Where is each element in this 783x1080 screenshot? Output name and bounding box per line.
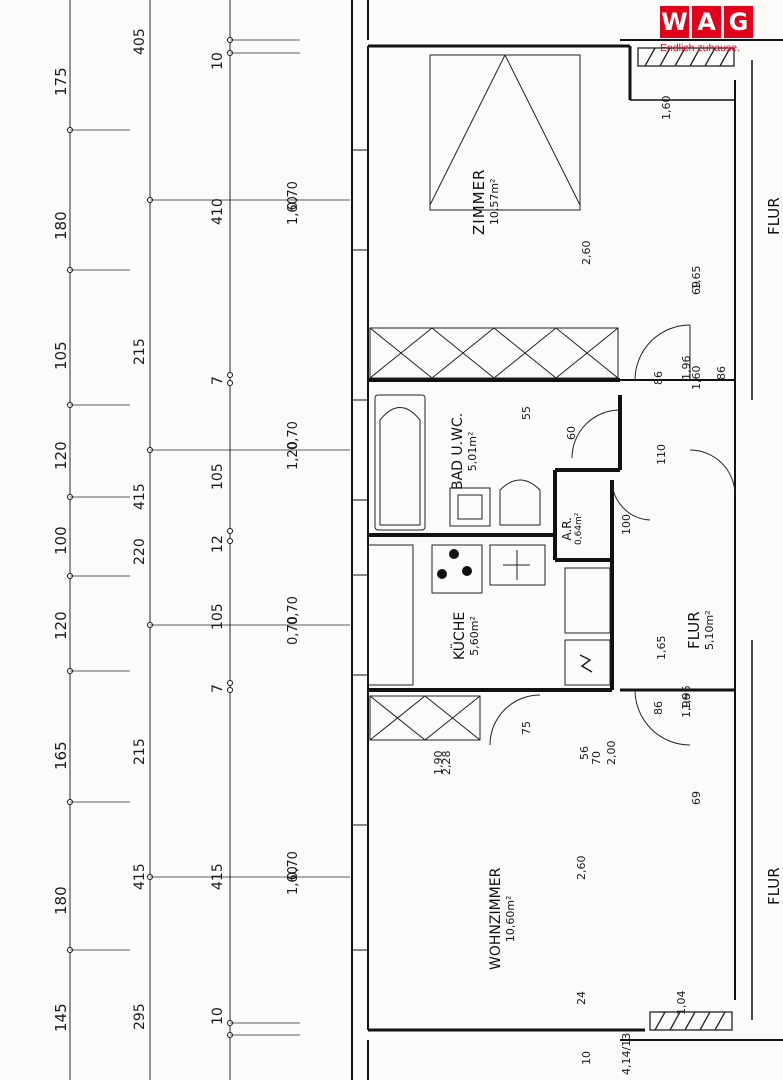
room-name: ZIMMER (470, 168, 488, 235)
fridge (564, 567, 611, 634)
dimension-label: 100 (620, 514, 633, 535)
stove (431, 544, 483, 594)
dimension-label: 415 (132, 483, 148, 510)
sink (489, 544, 546, 586)
logo-letter: A (692, 6, 721, 38)
room-area: 5,60m² (468, 616, 481, 656)
dimension-label: 10 (210, 52, 226, 70)
wardrobe (369, 327, 619, 379)
bed (429, 54, 581, 211)
dimension-label: 7 (210, 376, 226, 385)
logo-tagline: Endlich zuhause. (660, 42, 740, 54)
dimension-label: 105 (210, 463, 226, 490)
dimension-label: 7 (210, 684, 226, 693)
dimension-lines (67, 0, 350, 1080)
room-name: KÜCHE (452, 611, 468, 660)
dimension-label: 180 (52, 886, 70, 915)
dimension-label: 70 (590, 751, 603, 765)
dimension-label: 86 (652, 371, 665, 385)
dimension-label: 1,96 (680, 685, 693, 711)
washbasin (449, 487, 491, 527)
room-bad: BAD U.WC. 5,01m² (450, 413, 479, 490)
dimension-label: 1,04 (675, 990, 688, 1016)
dimension-label: 180 (52, 211, 70, 240)
dimension-label: 60 (565, 426, 578, 440)
dimension-label: 215 (132, 738, 148, 765)
room-area: 10,57m² (488, 178, 501, 226)
dimension-label: 10 (580, 1051, 593, 1065)
dimension-label: 86 (652, 701, 665, 715)
dimension-label: 145 (52, 1003, 70, 1032)
room-wohnzimmer: WOHNZIMMER 10,60m² (488, 868, 517, 970)
dimension-label: 120 (52, 611, 70, 640)
dimension-label: 110 (655, 444, 668, 465)
room-flur-right-2: FLUR (765, 867, 783, 905)
dimension-label: 24 (575, 991, 588, 1005)
dimension-label: 10 (210, 1007, 226, 1025)
room-name: FLUR (685, 611, 703, 650)
dimension-label: 120 (52, 441, 70, 470)
dimension-label: 175 (52, 67, 70, 96)
room-ar: A.R. 0,64m² (560, 513, 584, 545)
dimension-label: 415 (210, 863, 226, 890)
dimension-label: 105 (210, 603, 226, 630)
dimension-label: 105 (52, 341, 70, 370)
room-flur: FLUR 5,10m² (685, 610, 716, 650)
logo-letter: G (724, 6, 753, 38)
dimension-label: 1,20 (286, 441, 301, 470)
room-area: 0,64m² (574, 512, 584, 545)
living-wardrobe (369, 695, 481, 741)
wag-logo: W A G Endlich zuhause. (660, 6, 778, 64)
dimension-label: 100 (52, 526, 70, 555)
walls (351, 0, 783, 1080)
dimension-label: 1,60 (286, 866, 301, 895)
logo-letter: W (660, 6, 689, 38)
dimension-label: 2,00 (605, 740, 618, 766)
dimension-label: 410 (210, 198, 226, 225)
dimension-label: 69 (690, 281, 703, 295)
dimension-label: 1,60 (660, 95, 673, 121)
bathtub (374, 394, 426, 531)
dimension-label: 220 (132, 538, 148, 565)
boiler (564, 639, 611, 686)
dimension-label: 55 (520, 406, 533, 420)
dimension-label: 1,90 (432, 750, 445, 776)
dimension-label: 215 (132, 338, 148, 365)
dimension-label: 2,60 (580, 240, 593, 266)
room-zimmer: ZIMMER 10,57m² (470, 169, 501, 235)
dimension-label: 69 (690, 791, 703, 805)
room-name: A.R. (560, 517, 574, 541)
dimension-label: 405 (132, 28, 148, 55)
fixtures (367, 47, 736, 1031)
room-area: 10,60m² (504, 895, 517, 943)
dimension-label: 75 (520, 721, 533, 735)
dimension-label: 2,60 (575, 855, 588, 881)
room-kueche: KÜCHE 5,60m² (452, 612, 481, 660)
room-area: 5,01m² (466, 431, 479, 472)
dimension-label: 165 (52, 741, 70, 770)
dimension-label: 415 (132, 863, 148, 890)
dimension-label: 86 (715, 366, 728, 380)
room-flur-right-1: FLUR (765, 197, 783, 235)
dimension-label: 295 (132, 1003, 148, 1030)
dimension-label: 1,96 (680, 355, 693, 381)
toilet (499, 479, 541, 526)
room-name: WOHNZIMMER (488, 867, 504, 970)
dimension-label: 4,14/13 (620, 1032, 633, 1075)
room-name: BAD U.WC. (450, 412, 466, 490)
dimension-label: 12 (210, 535, 226, 553)
room-area: 5,10m² (703, 610, 716, 650)
windows (352, 149, 368, 951)
dimension-label: 1,65 (655, 635, 668, 661)
dimension-label: 0,70 (286, 616, 301, 645)
dimension-label: 1,60 (286, 196, 301, 225)
